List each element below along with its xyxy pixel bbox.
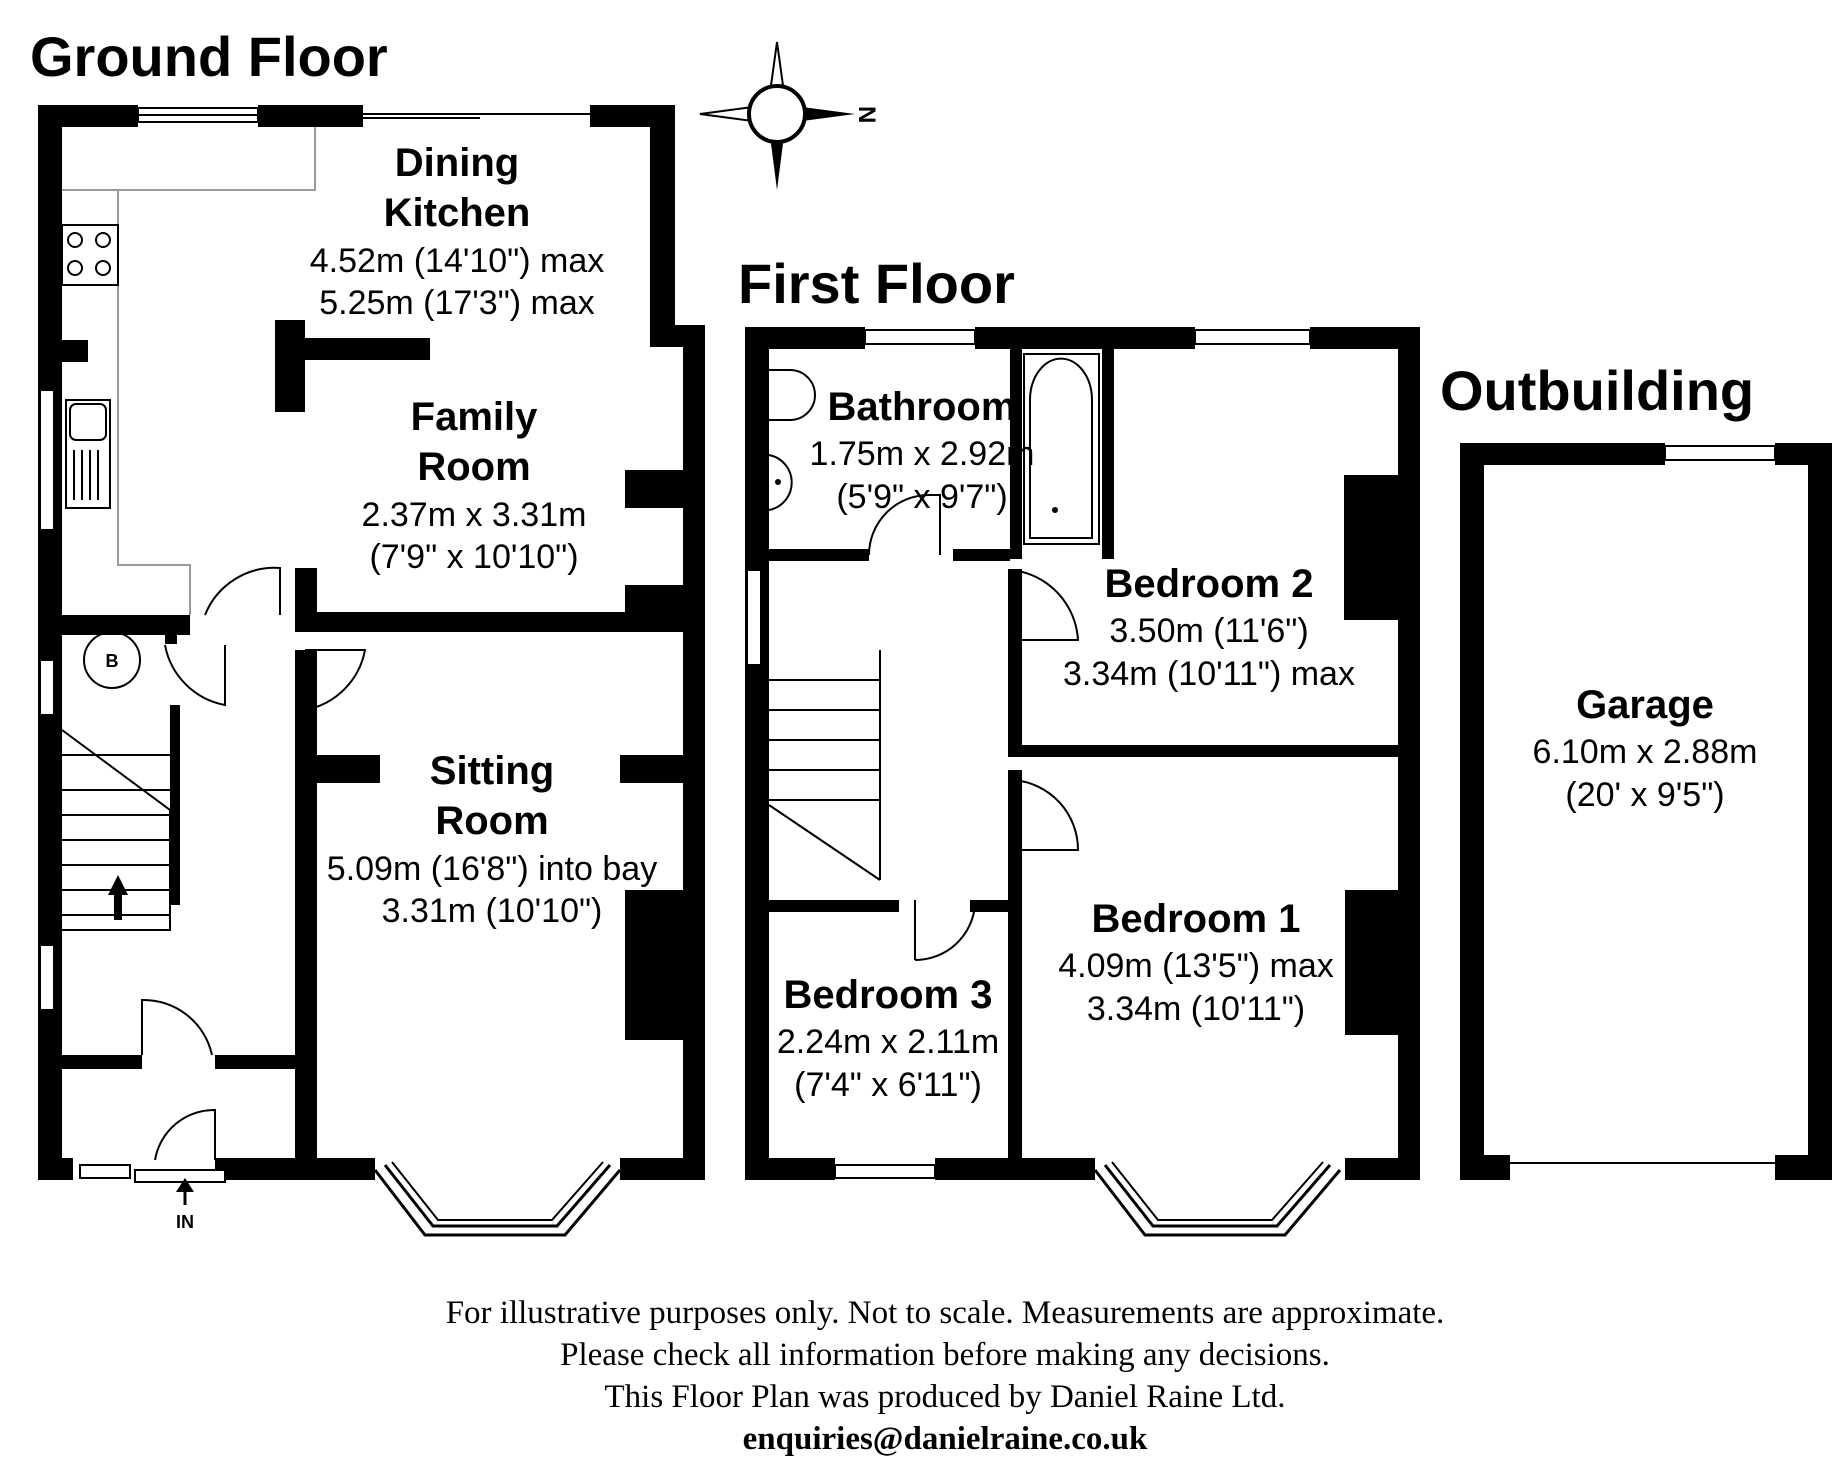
room-dimension-2: (5'9" x 9'7") [836, 478, 1007, 516]
room-label-sitting-room: Sitting Room 5.09m (16'8") into bay 3.31… [327, 749, 657, 930]
compass-icon: N [699, 41, 880, 190]
room-name: Bedroom 3 [784, 973, 993, 1017]
room-name: Bedroom 2 [1105, 562, 1314, 606]
room-name-line1: Family [411, 395, 538, 439]
toilet-icon [769, 369, 816, 421]
room-dimension-2: 3.31m (10'10") [382, 892, 603, 930]
room-dimension-2: (20' x 9'5") [1565, 776, 1724, 814]
room-label-garage: Garage 6.10m x 2.88m (20' x 9'5") [1533, 683, 1758, 814]
disclaimer: For illustrative purposes only. Not to s… [446, 1295, 1445, 1457]
disclaimer-line-1: For illustrative purposes only. Not to s… [446, 1295, 1445, 1331]
room-name-line2: Kitchen [384, 191, 531, 235]
room-dimension-1: 6.10m x 2.88m [1533, 733, 1758, 771]
compass-north-label: N [853, 106, 880, 123]
disclaimer-line-3: This Floor Plan was produced by Daniel R… [605, 1379, 1286, 1415]
room-dimension-2: 5.25m (17'3") max [319, 284, 595, 322]
room-dimension-1: 2.24m x 2.11m [777, 1023, 999, 1061]
room-dimension-2: 3.34m (10'11") [1087, 990, 1305, 1028]
first-floor-title: First Floor [738, 252, 1015, 315]
basin-icon [768, 454, 793, 511]
first-floor-plan [745, 327, 1420, 1237]
bay-window [373, 1161, 622, 1237]
entrance-label: IN [176, 1212, 194, 1232]
outbuilding-plan [1460, 443, 1832, 1180]
room-label-bedroom-2: Bedroom 2 3.50m (11'6") 3.34m (10'11") m… [1063, 562, 1355, 693]
room-label-family-room: Family Room 2.37m x 3.31m (7'9" x 10'10"… [362, 395, 587, 576]
staircase-icon [768, 650, 881, 881]
sink-icon [65, 399, 111, 509]
ground-floor-plan: B IN [38, 105, 705, 1237]
room-dimension-2: (7'9" x 10'10") [369, 538, 578, 576]
room-name-line1: Dining [395, 141, 519, 185]
room-name-line2: Room [417, 445, 530, 489]
hob-icon [61, 224, 119, 286]
room-dimension-1: 4.09m (13'5") max [1058, 947, 1334, 985]
room-dimension-2: 3.34m (10'11") max [1063, 655, 1355, 693]
room-dimension-1: 2.37m x 3.31m [362, 496, 587, 534]
room-name-line1: Sitting [430, 749, 554, 793]
room-label-bedroom-3: Bedroom 3 2.24m x 2.11m (7'4" x 6'11") [777, 973, 999, 1104]
room-name: Garage [1576, 683, 1714, 727]
room-dimension-1: 3.50m (11'6") [1109, 612, 1308, 650]
boiler-label: B [106, 651, 119, 671]
disclaimer-line-2: Please check all information before maki… [560, 1337, 1330, 1373]
room-dimension-1: 4.52m (14'10") max [310, 242, 604, 280]
room-name-line2: Room [435, 799, 548, 843]
staircase-icon [61, 729, 171, 931]
room-name: Bathroom [828, 385, 1017, 429]
bath-icon [1023, 353, 1100, 545]
room-dimension-1: 5.09m (16'8") into bay [327, 850, 657, 888]
outbuilding-title: Outbuilding [1440, 359, 1754, 422]
room-name: Bedroom 1 [1092, 897, 1301, 941]
room-label-bathroom: Bathroom 1.75m x 2.92m (5'9" x 9'7") [810, 385, 1035, 516]
ground-floor-title: Ground Floor [30, 25, 388, 88]
room-label-dining-kitchen: Dining Kitchen 4.52m (14'10") max 5.25m … [310, 141, 604, 322]
bay-window [1093, 1161, 1342, 1237]
room-label-bedroom-1: Bedroom 1 4.09m (13'5") max 3.34m (10'11… [1058, 897, 1334, 1028]
room-dimension-1: 1.75m x 2.92m [810, 435, 1035, 473]
room-dimension-2: (7'4" x 6'11") [794, 1066, 982, 1104]
contact-email: enquiries@danielraine.co.uk [743, 1421, 1148, 1457]
